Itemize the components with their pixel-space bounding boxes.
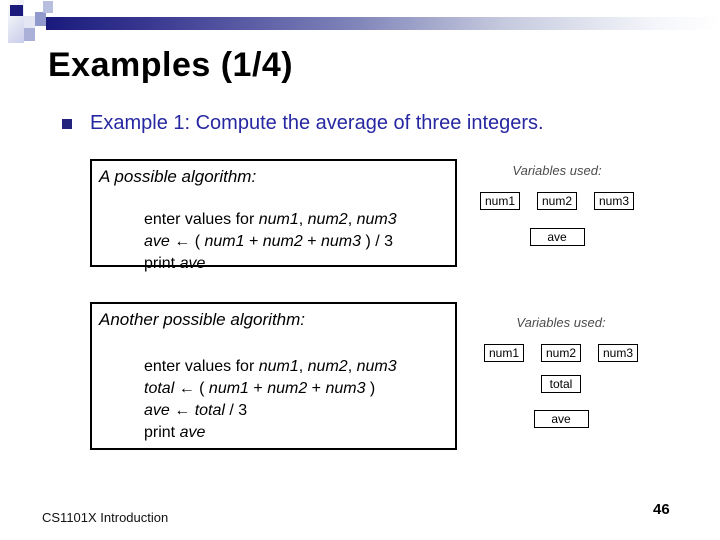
page-title: Examples (1/4)	[48, 46, 294, 84]
variables-used-1: Variables used: num1 num2 num3 ave	[462, 163, 652, 246]
variable-box-num2: num2	[537, 192, 577, 210]
variables-used-1-ave-row: ave	[529, 228, 585, 246]
algorithm-2-line-3: ave ← total / 3	[144, 402, 248, 419]
variables-used-2: Variables used: num1 num2 num3 total ave	[466, 315, 656, 428]
variable-box-num1: num1	[484, 344, 524, 362]
variables-used-1-label: Variables used:	[512, 163, 602, 178]
ornament-square-mid-a	[35, 12, 46, 26]
algorithm-1-line-1: enter values for num1, num2, num3	[144, 211, 397, 228]
variables-used-2-ave-row: ave	[533, 410, 589, 428]
bullet-text: Example 1: Compute the average of three …	[90, 112, 544, 134]
variable-box-num2: num2	[541, 344, 581, 362]
algorithm-1-code: enter values for num1, num2, num3 ave ← …	[144, 209, 451, 275]
algorithm-2-line-2: total ← ( num1 + num2 + num3 )	[144, 380, 376, 397]
algorithm-box-2: Another possible algorithm: enter values…	[90, 302, 457, 450]
footer-course-label: CS1101X Introduction	[42, 510, 169, 525]
variables-used-2-total-row: total	[541, 375, 581, 393]
variable-box-num1: num1	[480, 192, 520, 210]
variable-box-total: total	[541, 375, 581, 393]
bullet-square-icon	[62, 119, 72, 129]
variable-box-num3: num3	[594, 192, 634, 210]
ornament-square-top	[43, 1, 53, 13]
algorithm-2-line-1: enter values for num1, num2, num3	[144, 358, 397, 375]
ornament-square-navy	[10, 5, 23, 16]
bullet-item: Example 1: Compute the average of three …	[62, 112, 544, 135]
footer-page-number: 46	[653, 501, 670, 518]
algorithm-2-line-4: print ave	[144, 424, 206, 441]
header-gradient-bar	[46, 17, 720, 30]
variables-used-1-num-row: num1 num2 num3	[480, 192, 634, 210]
algorithm-box-1: A possible algorithm: enter values for n…	[90, 159, 457, 272]
variable-box-ave: ave	[529, 228, 585, 246]
variables-used-2-num-row: num1 num2 num3	[484, 344, 638, 362]
algorithm-2-code: enter values for num1, num2, num3 total …	[144, 356, 451, 444]
algorithm-1-heading: A possible algorithm:	[99, 167, 257, 186]
variable-box-ave: ave	[533, 410, 589, 428]
algorithm-1-line-2: ave ← ( num1 + num2 + num3 ) / 3	[144, 233, 394, 250]
algorithm-2-heading: Another possible algorithm:	[99, 310, 306, 329]
ornament-square-pale	[24, 16, 35, 28]
algorithm-1-line-3: print ave	[144, 255, 206, 272]
variable-box-num3: num3	[598, 344, 638, 362]
ornament-square-mid-b	[24, 28, 35, 41]
variables-used-2-label: Variables used:	[516, 315, 606, 330]
